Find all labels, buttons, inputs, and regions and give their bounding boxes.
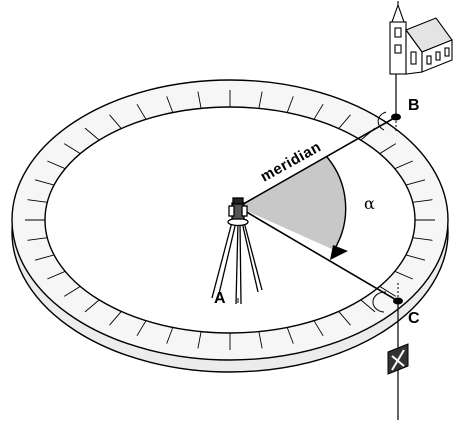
point-b-marker	[391, 113, 401, 121]
arc-mark-c	[372, 291, 387, 313]
graduation-tick	[27, 199, 48, 203]
meridian-line	[237, 116, 397, 208]
angle-alpha-arc	[326, 156, 347, 251]
graduation-tick	[109, 114, 122, 129]
angle-arrowhead	[330, 245, 348, 260]
graduation-tick	[136, 320, 147, 337]
graduation-tick	[313, 320, 324, 337]
graduation-tick	[405, 254, 426, 261]
graduation-tick	[258, 331, 263, 349]
graduation-tick	[286, 327, 294, 344]
arc-mark-b	[377, 111, 387, 131]
target-sign-icon	[387, 343, 409, 375]
point-c-marker	[393, 297, 403, 305]
graduation-tick	[166, 327, 174, 344]
graduation-tick	[412, 237, 433, 241]
graduation-tick	[313, 103, 324, 120]
graduation-tick	[34, 254, 55, 261]
graduation-tick	[394, 270, 413, 280]
point-c-label: C	[408, 310, 420, 327]
church-icon	[389, 1, 453, 75]
graduation-tick	[109, 311, 122, 326]
graduation-tick	[63, 286, 81, 297]
graduation-tick	[379, 143, 397, 154]
direction-line-ac	[237, 206, 399, 302]
graduation-tick	[338, 311, 351, 326]
graduation-tick	[197, 91, 202, 109]
graduation-tick	[47, 160, 66, 170]
graduation-tick	[338, 114, 351, 129]
graduation-tick	[394, 160, 413, 170]
graduation-tick	[360, 299, 376, 313]
survey-tripod-icon	[211, 197, 263, 305]
graduation-tick	[286, 96, 294, 113]
point-a-label: A	[214, 290, 226, 307]
graduation-tick	[136, 103, 147, 120]
graduation-tick	[84, 127, 100, 141]
graduation-tick	[379, 286, 397, 297]
graduation-tick	[63, 143, 81, 154]
point-b-label: B	[408, 97, 420, 114]
graduation-tick	[412, 199, 433, 203]
graduation-tick	[405, 179, 426, 186]
graduation-tick	[47, 270, 66, 280]
graduation-tick	[258, 91, 263, 109]
graduation-tick	[84, 299, 100, 313]
graduation-tick	[197, 331, 202, 349]
angle-alpha-sector	[238, 157, 346, 250]
angle-alpha-label: α	[364, 194, 375, 213]
graduation-tick	[166, 96, 174, 113]
graduation-tick	[34, 179, 55, 186]
graduation-tick	[27, 237, 48, 241]
graduation-ticks	[25, 90, 435, 350]
